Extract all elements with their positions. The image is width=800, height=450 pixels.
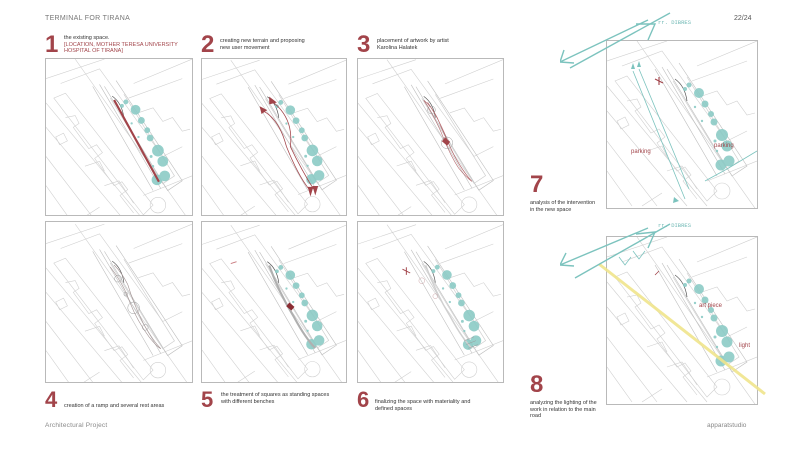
art-piece-label: art piece bbox=[699, 303, 723, 309]
step-number-8: 8 bbox=[530, 371, 544, 398]
light-label: light bbox=[739, 343, 751, 349]
site-plan-6 bbox=[358, 224, 503, 382]
caption-line: defined spaces bbox=[375, 405, 412, 412]
parking-label-right: parking bbox=[714, 143, 734, 149]
caption-line: road bbox=[530, 413, 542, 419]
caption-line: with different benches bbox=[221, 398, 275, 405]
panel-lighting-analysis: art piece light bbox=[606, 236, 758, 405]
road-label-7: rr. DIBRES bbox=[658, 19, 692, 26]
site-plan-3 bbox=[358, 59, 503, 215]
caption-line: placement of artwork by artist bbox=[377, 38, 449, 44]
step-caption-1: the existing space. [LOCATION, MOTHER TE… bbox=[64, 35, 178, 55]
step-caption-7: analysis of the intervention in the new … bbox=[530, 200, 595, 213]
caption-line: analysis of the intervention bbox=[530, 200, 596, 206]
caption-line: the existing space. bbox=[64, 35, 110, 41]
caption-location: [LOCATION, MOTHER TERESA UNIVERSITY bbox=[64, 41, 178, 48]
caption-line: creating new terrain and proposing bbox=[220, 38, 305, 44]
caption-location: HOSPITAL OF TIRANA] bbox=[64, 48, 123, 54]
caption-line: work in relation to the main bbox=[530, 406, 596, 413]
panel-finalized-space bbox=[357, 221, 504, 383]
caption-line: the treatment of squares as standing spa… bbox=[221, 392, 330, 398]
panel-intervention-analysis: parking parking bbox=[606, 40, 758, 209]
road-direction-arrows-8 bbox=[560, 223, 671, 279]
step-caption-2: creating new terrain and proposing new u… bbox=[220, 38, 305, 51]
step-caption-4: creation of a ramp and several rest area… bbox=[64, 403, 164, 410]
site-plan-8 bbox=[607, 237, 757, 404]
footer-studio-name: apparatstudio bbox=[707, 422, 747, 429]
site-plan-2 bbox=[202, 59, 346, 215]
caption-line: analyzing the lighting of the bbox=[530, 400, 597, 406]
step-caption-8: analyzing the lighting of the work in re… bbox=[530, 400, 597, 420]
panel-ramp-rest-areas bbox=[45, 221, 193, 383]
step-number-7: 7 bbox=[530, 171, 544, 198]
caption-line: finalizing the space with materiality an… bbox=[375, 399, 471, 405]
parking-label-left: parking bbox=[631, 149, 651, 155]
site-plan-1 bbox=[46, 59, 192, 215]
site-plan-5 bbox=[202, 224, 346, 382]
step-number-2: 2 bbox=[201, 31, 215, 58]
road-label-8: rr. DIBRES bbox=[658, 222, 692, 229]
step-caption-5: the treatment of squares as standing spa… bbox=[221, 392, 329, 405]
panel-artwork-placement bbox=[357, 58, 504, 216]
site-plan-7 bbox=[607, 41, 757, 208]
step-number-1: 1 bbox=[45, 31, 59, 58]
page-number: 22/24 bbox=[734, 15, 752, 22]
light-beam bbox=[598, 262, 766, 396]
step-caption-3: placement of artwork by artist Karolina … bbox=[377, 38, 449, 51]
caption-line: in the new space bbox=[530, 206, 572, 213]
caption-line: Karolina Halatek bbox=[377, 44, 418, 51]
panel-existing-space bbox=[45, 58, 193, 216]
panel-standing-squares bbox=[201, 221, 347, 383]
document-title: TERMINAL FOR TIRANA bbox=[45, 15, 131, 22]
step-number-4: 4 bbox=[45, 387, 58, 412]
caption-line: new user movement bbox=[220, 44, 270, 51]
site-plan-4 bbox=[46, 223, 192, 382]
panel-new-movement bbox=[201, 58, 347, 216]
road-direction-arrows-7 bbox=[560, 12, 671, 69]
step-number-5: 5 bbox=[201, 387, 214, 412]
step-number-3: 3 bbox=[357, 31, 371, 58]
caption-line: creation of a ramp and several rest area… bbox=[64, 403, 165, 409]
step-number-6: 6 bbox=[357, 387, 370, 412]
step-caption-6: finalizing the space with materiality an… bbox=[375, 399, 470, 412]
footer-project-type: Architectural Project bbox=[45, 422, 108, 429]
